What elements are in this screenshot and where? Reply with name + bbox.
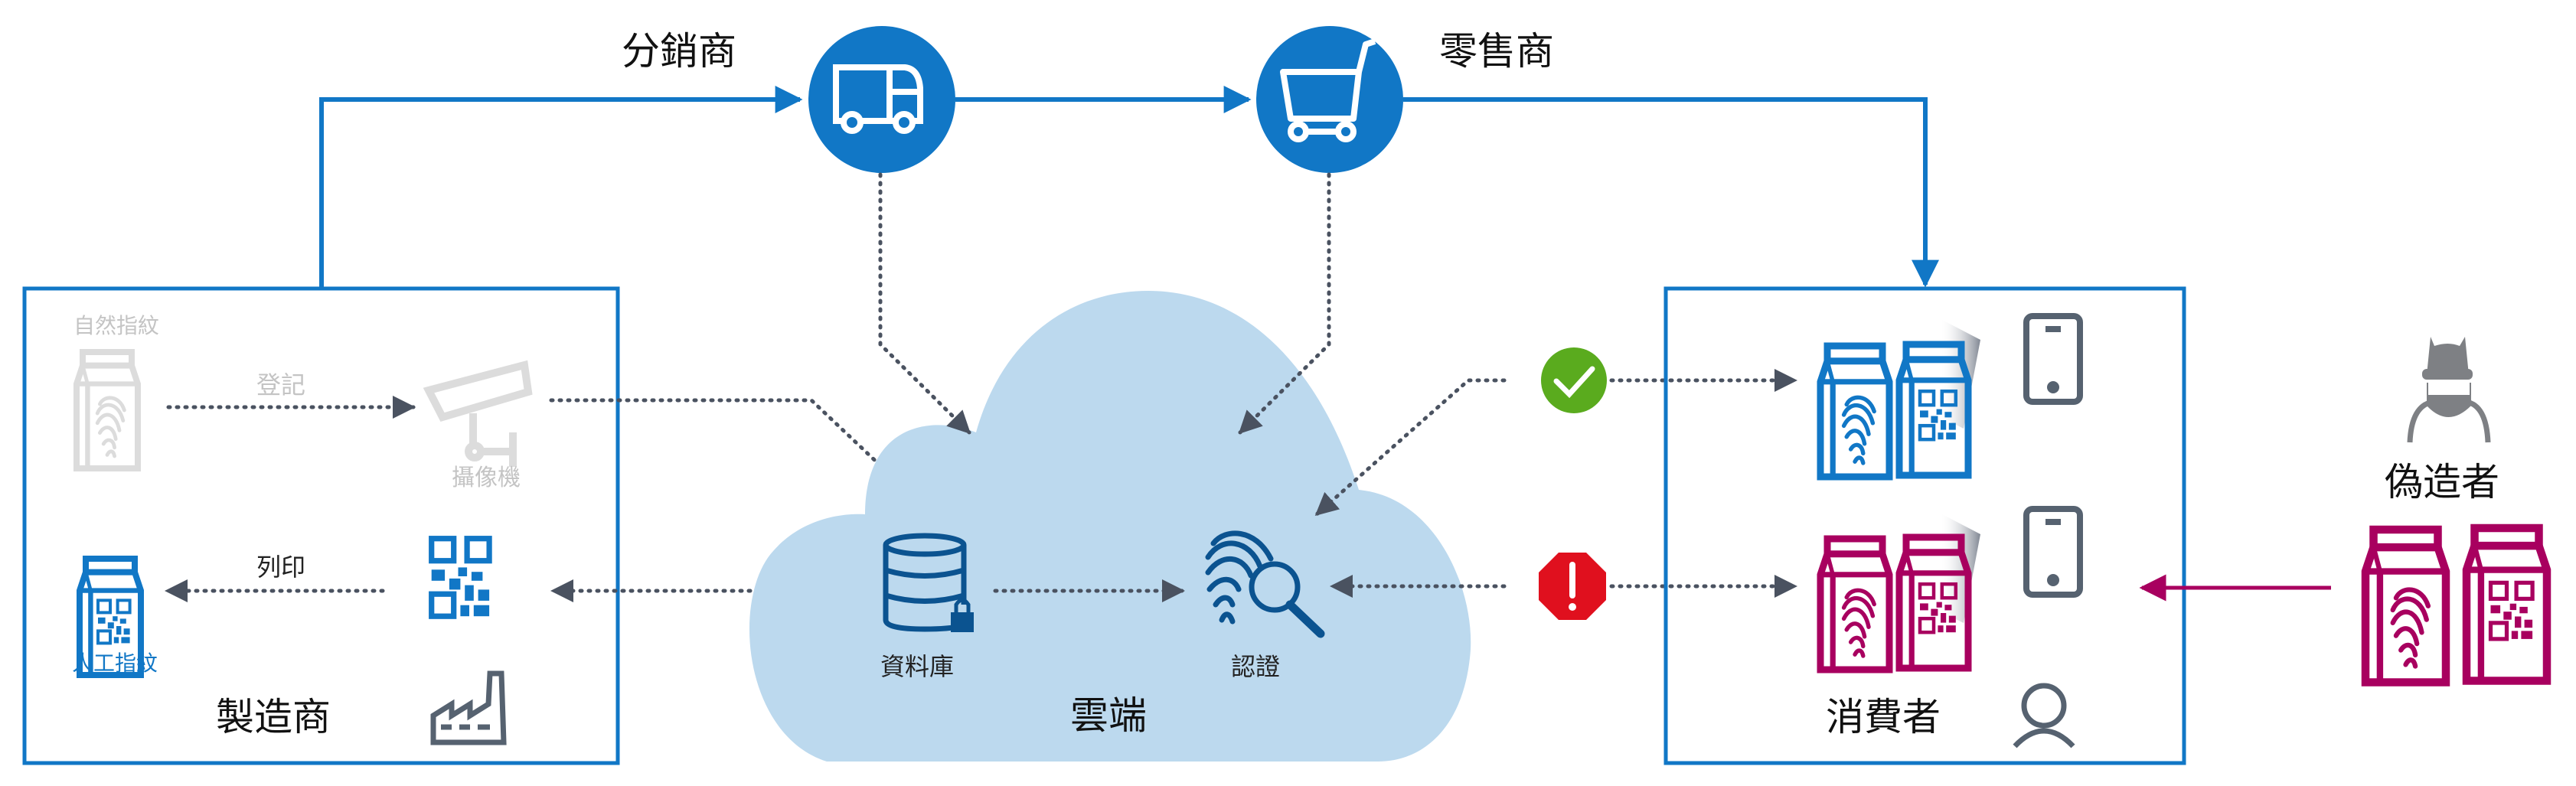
- distributor-to-cloud-arrow: [878, 172, 971, 435]
- counterfeiter-fingerprint-bag-icon: [2365, 530, 2446, 683]
- consumer-box: [1663, 286, 2186, 765]
- factory-icon: [430, 670, 507, 745]
- cloud-shape: [749, 291, 1471, 762]
- database-icon: [883, 533, 974, 632]
- counterfeit-product-group: [1820, 506, 2083, 670]
- retailer-to-cloud-arrow: [1238, 172, 1331, 435]
- genuine-fingerprint-bag-icon: [1820, 346, 1889, 477]
- distributor-node: [808, 26, 955, 173]
- masked-person-icon: [2407, 337, 2491, 443]
- register-label: 登記: [256, 370, 306, 400]
- natural-fingerprint-bag-icon: [77, 352, 138, 468]
- check-circle-icon: [1541, 347, 1607, 413]
- natural-fingerprint-label: 自然指紋: [73, 313, 160, 338]
- camera-icon: [423, 360, 533, 467]
- retailer-node: [1256, 26, 1403, 173]
- smartphone-icon: [2023, 313, 2083, 405]
- distributor-label: 分銷商: [622, 29, 736, 73]
- shopping-cart-icon: [1280, 38, 1376, 142]
- smartphone-icon: [2023, 506, 2083, 598]
- print-label: 列印: [256, 553, 306, 582]
- counterfeiter-qr-bag-icon: [2467, 528, 2547, 681]
- manufacturer-label: 製造商: [216, 695, 331, 739]
- authentication-icon: [1205, 530, 1325, 638]
- genuine-product-group: [1820, 313, 2083, 477]
- alert-octagon-icon: [1539, 553, 1606, 620]
- qr-code-icon: [432, 539, 489, 617]
- cloud-label: 雲端: [1070, 693, 1147, 738]
- person-icon: [2013, 683, 2075, 748]
- artificial-fingerprint-label: 人工指紋: [72, 651, 158, 676]
- counterfeit-fingerprint-bag-icon: [1820, 539, 1889, 670]
- manufacturer-box: [22, 286, 620, 765]
- authentication-label: 認證: [1231, 652, 1281, 681]
- camera-to-database-arrow: [549, 398, 902, 486]
- truck-icon: [833, 64, 923, 134]
- consumer-label: 消費者: [1826, 695, 1941, 739]
- counterfeiter-label: 偽造者: [2385, 460, 2499, 504]
- retailer-label: 零售商: [1439, 29, 1554, 73]
- database-label: 資料庫: [880, 652, 955, 681]
- supply-flow-connector: [319, 86, 1939, 289]
- camera-label: 攝像機: [452, 465, 521, 491]
- genuine-to-auth-arrow: [1314, 378, 1507, 517]
